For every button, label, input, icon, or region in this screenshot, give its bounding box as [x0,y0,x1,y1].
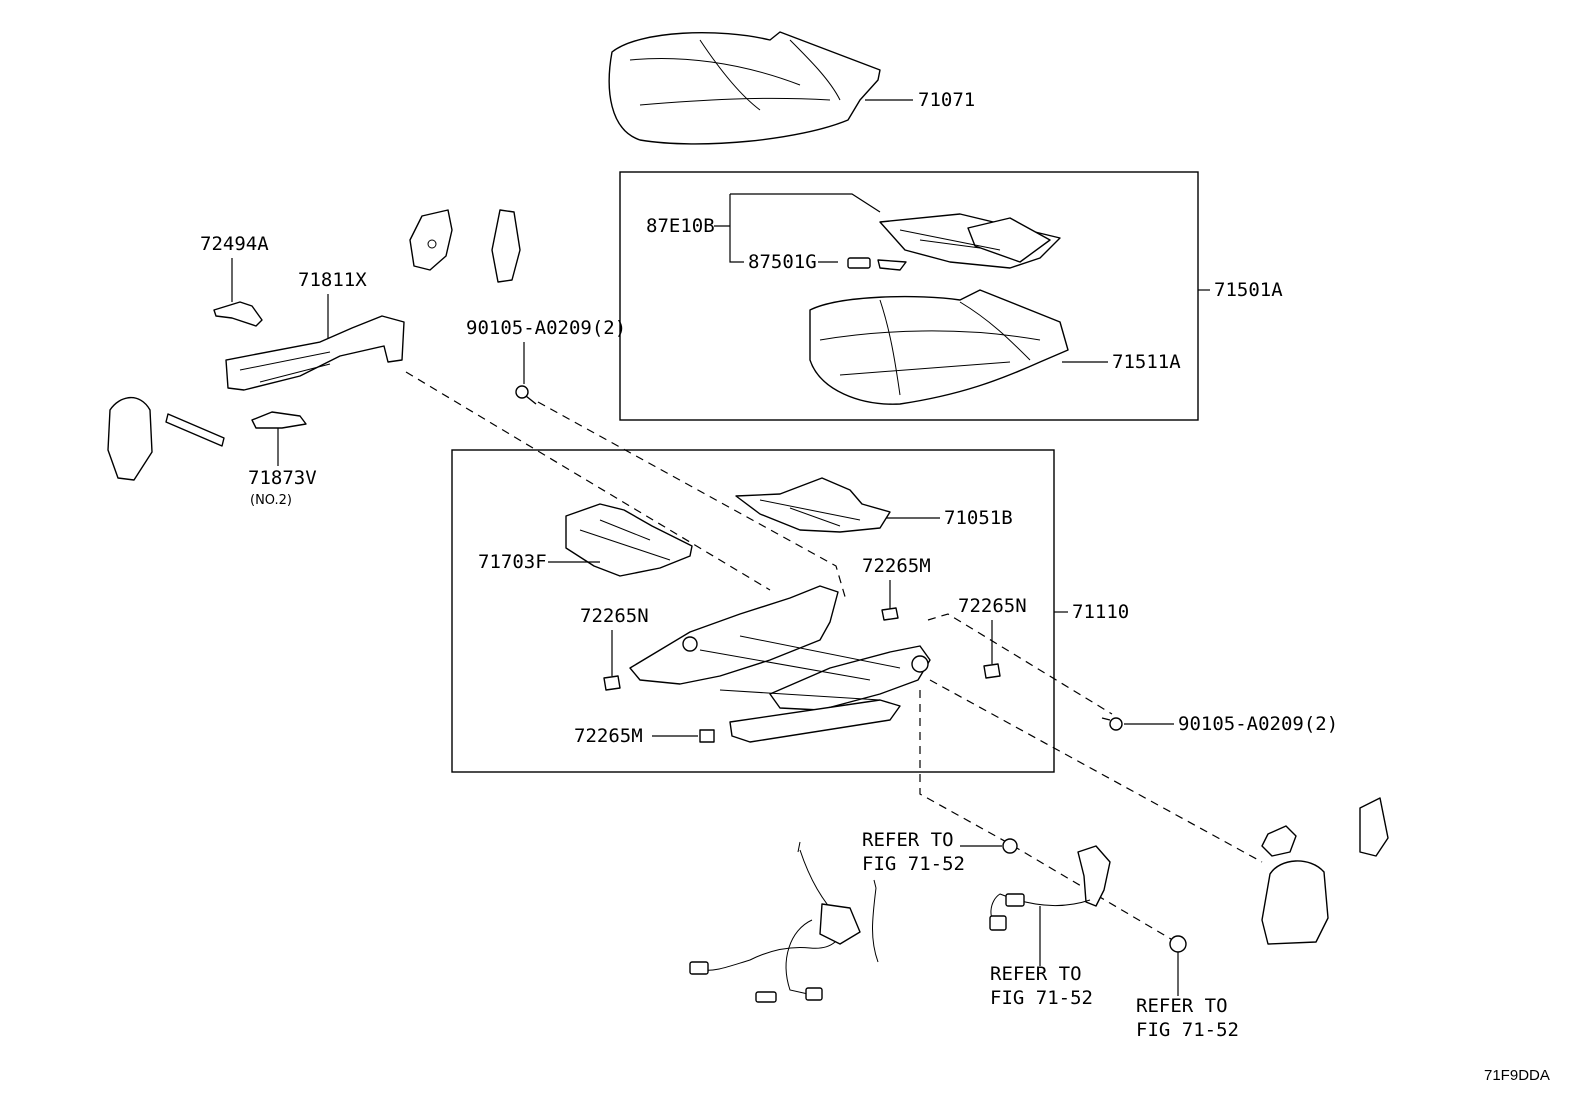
label-72265M-bottom: 72265M [574,725,643,747]
label-90105-right: 90105-A0209(2) [1178,713,1338,735]
clip-71873V[interactable] [251,411,307,429]
cover-piece-top[interactable] [491,209,521,283]
label-71501A: 71501A [1214,279,1283,301]
refer-to-2-line2: FIG 71-52 [990,987,1093,1009]
label-87501G: 87501G [748,251,817,273]
label-71110: 71110 [1072,601,1129,623]
alignment-line-4 [929,679,1263,863]
seat-cover-71071[interactable] [608,31,881,145]
clip-72265N-right[interactable] [983,663,1001,679]
grommet-refer-3[interactable] [1169,935,1187,953]
seat-pad-71511A[interactable] [809,289,1069,405]
bracket-right[interactable] [1359,797,1389,857]
power-seat-harness[interactable] [689,841,879,1003]
seat-spring-71051B[interactable] [735,477,891,533]
refer-to-1-line1: REFER TO [862,829,954,851]
label-71071: 71071 [918,89,975,111]
grommet-refer-1[interactable] [1002,838,1018,854]
side-cover-right[interactable] [1261,860,1329,945]
alignment-line-3 [927,613,1113,715]
shield-piece-top[interactable] [409,209,453,271]
seat-heater-87E10B[interactable] [879,213,1061,269]
label-72494A: 72494A [200,233,269,255]
label-72265N-left: 72265N [580,605,649,627]
alignment-line-1 [405,371,771,591]
label-71703F: 71703F [478,551,547,573]
side-cover-left[interactable] [107,396,153,481]
knob-right[interactable] [1261,825,1297,857]
clip-72265N-left[interactable] [603,675,621,691]
refer-to-3-line2: FIG 71-52 [1136,1019,1239,1041]
diagram-code: 71F9DDA [1484,1067,1550,1084]
seat-shield-71811X[interactable] [225,315,405,391]
assembly-box-71501A [619,171,1199,421]
seat-pan-71703F[interactable] [565,503,693,577]
refer-to-2-line1: REFER TO [990,963,1082,985]
connector-87501G[interactable] [847,257,907,271]
label-87E10B: 87E10B [646,215,715,237]
label-71811X: 71811X [298,269,367,291]
clip-72265M-top[interactable] [881,607,899,621]
bolt-90105-top[interactable] [515,385,537,405]
seatbelt-buckle-harness[interactable] [989,845,1111,931]
label-72265M-top: 72265M [862,555,931,577]
alignment-line-5 [919,690,1177,943]
refer-to-1-line2: FIG 71-52 [862,853,965,875]
label-71511A: 71511A [1112,351,1181,373]
rod-piece[interactable] [165,413,225,447]
label-72265N-right: 72265N [958,595,1027,617]
refer-to-3-line1: REFER TO [1136,995,1228,1017]
label-71873V: 71873V [248,467,317,489]
label-71873V-note: (NO.2) [250,493,292,508]
alignment-line-2 [537,401,847,601]
seat-frame-71110[interactable] [629,585,931,743]
label-90105-top: 90105-A0209(2) [466,317,626,339]
bolt-90105-right[interactable] [1101,717,1123,731]
clip-72265M-bottom[interactable] [699,729,715,743]
assembly-box-71110 [451,449,1055,773]
bracket-72494A[interactable] [213,301,263,327]
label-71051B: 71051B [944,507,1013,529]
